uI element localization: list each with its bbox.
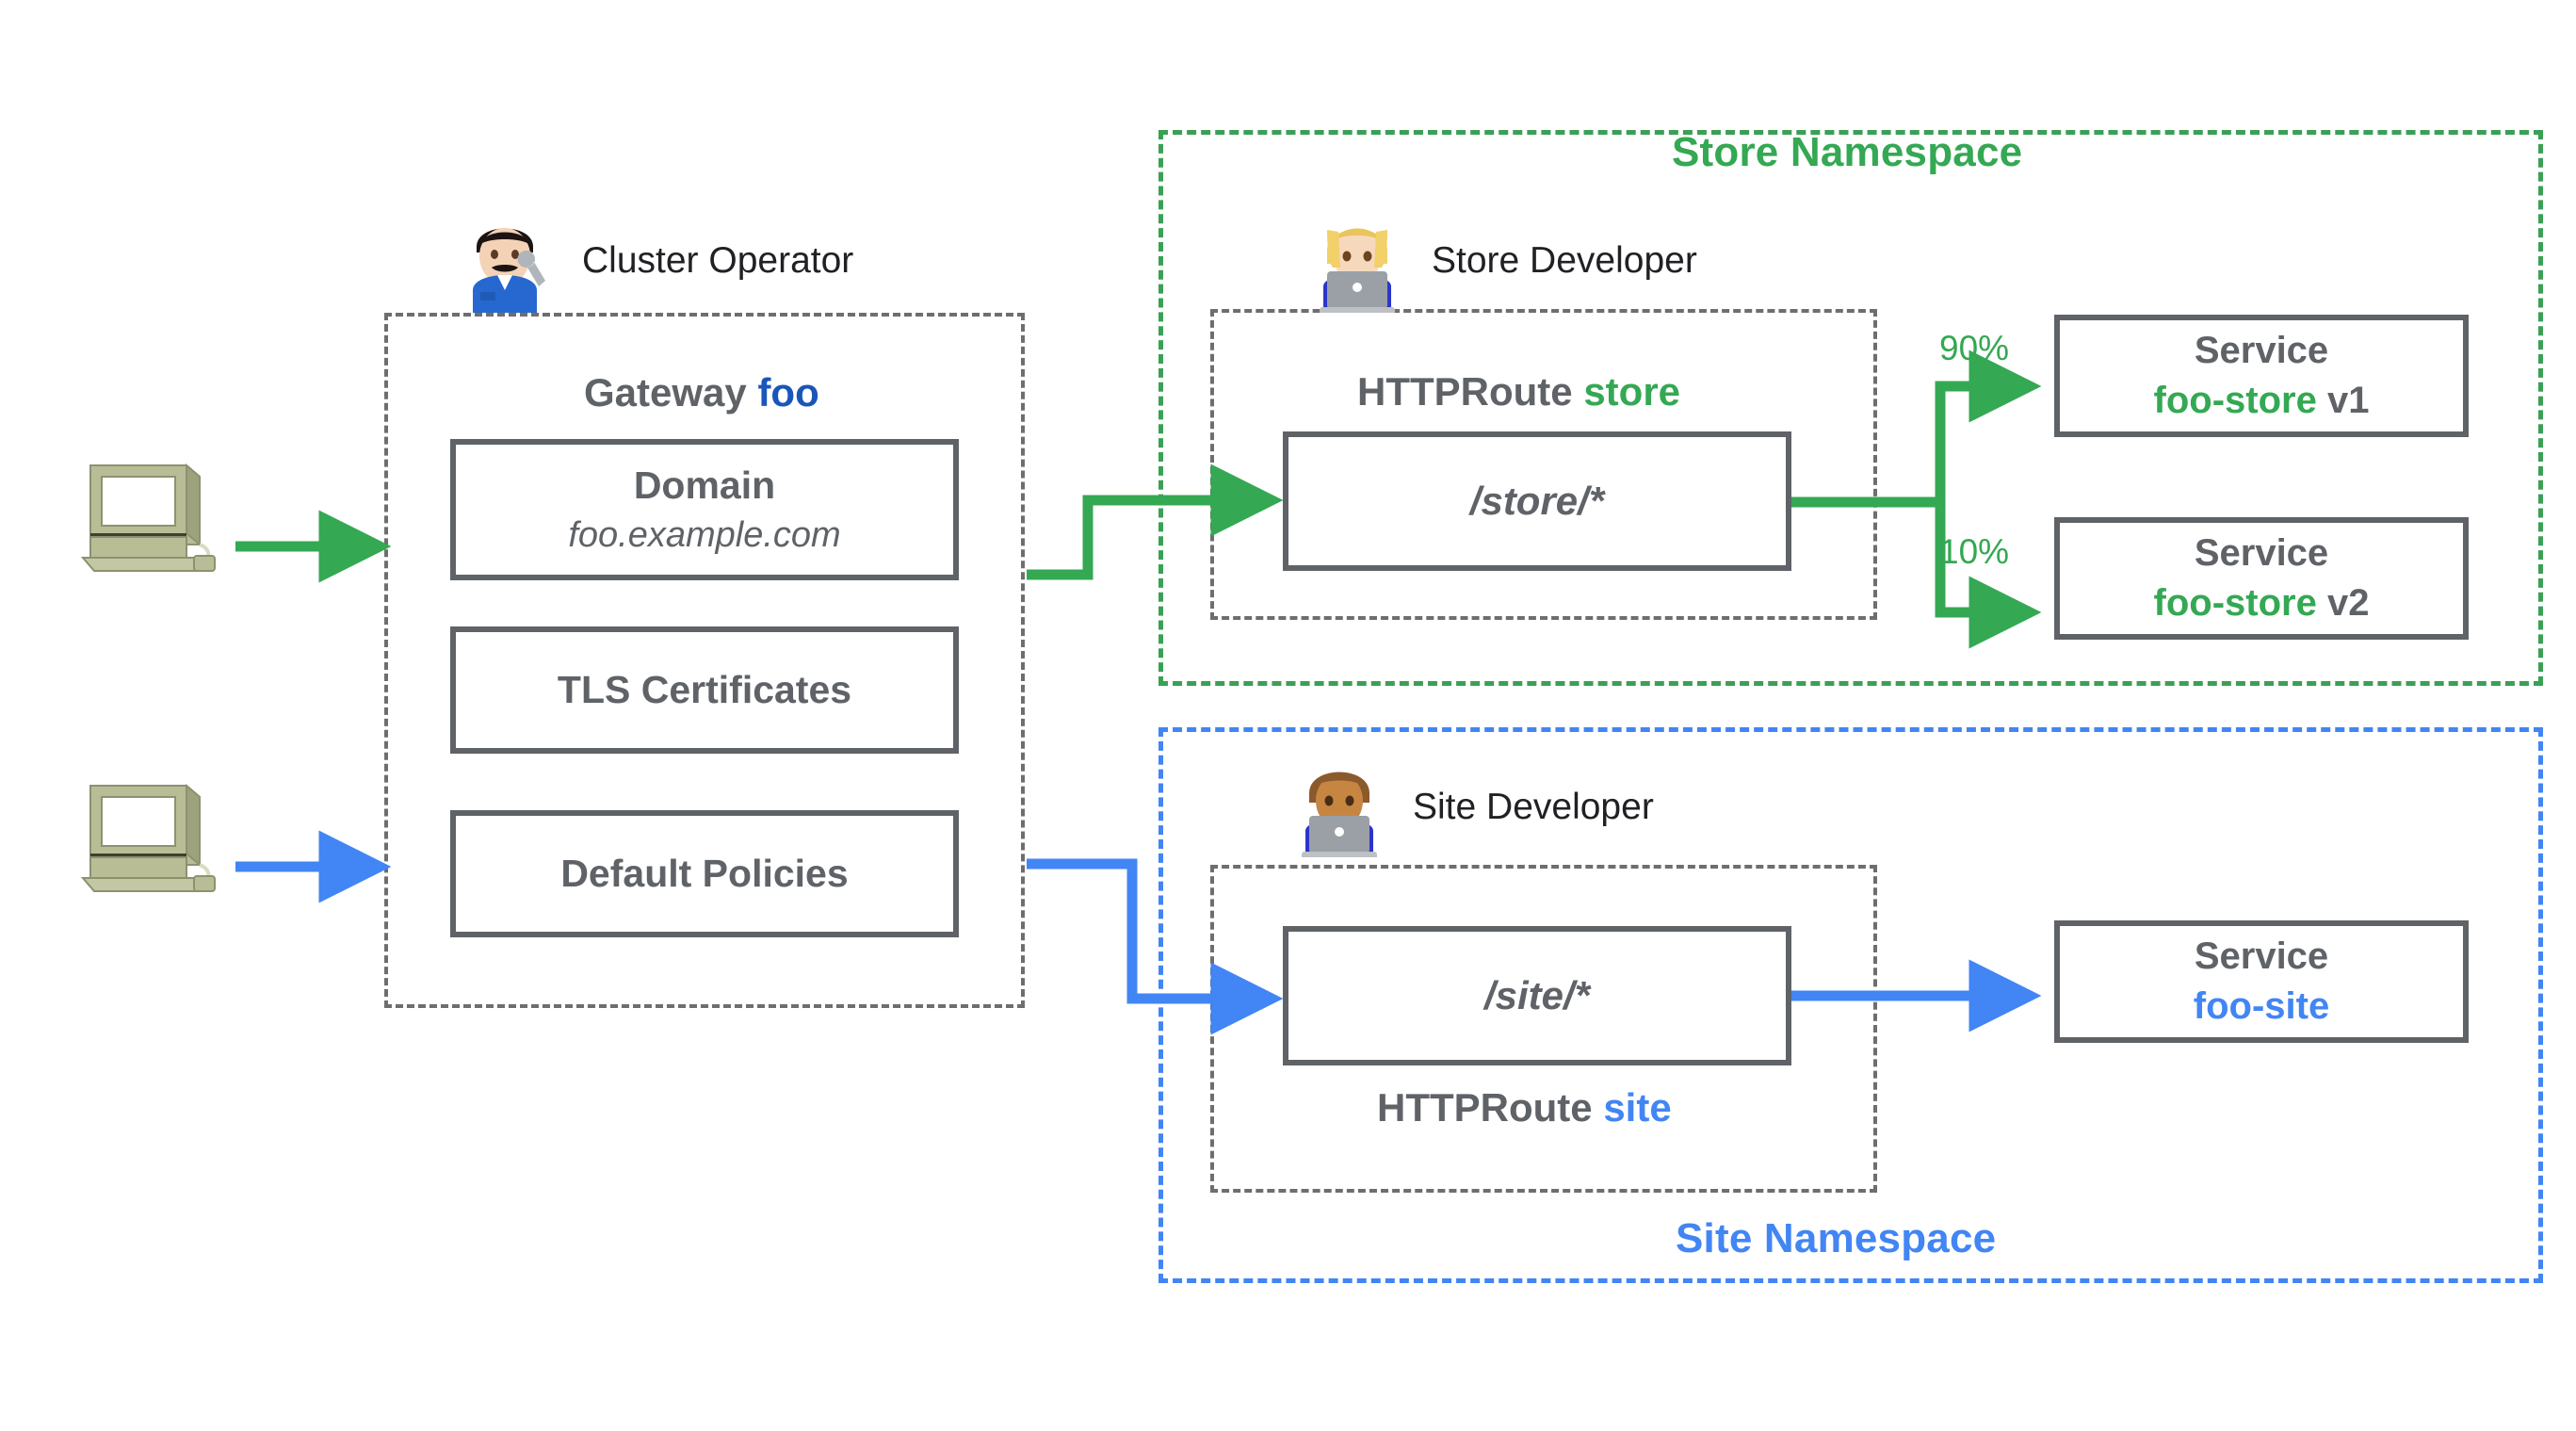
gateway-item-tls-certificates[interactable]: TLS Certificates <box>450 626 959 754</box>
gateway-tls-title: TLS Certificates <box>557 668 852 712</box>
store-route-match-box[interactable]: /store/* <box>1283 431 1791 571</box>
service-foo-store-v2[interactable]: Service foo-store v2 <box>2054 517 2469 640</box>
service-foo-store-v1[interactable]: Service foo-store v1 <box>2054 315 2469 437</box>
store-developer-avatar <box>1308 209 1406 328</box>
gateway-domain-title: Domain <box>633 463 776 508</box>
service-version: v2 <box>2326 582 2370 624</box>
site-developer-avatar <box>1290 754 1388 872</box>
cluster-operator-label: Cluster Operator <box>582 240 854 281</box>
gateway-item-default-policies[interactable]: Default Policies <box>450 810 959 937</box>
gateway-domain-value: foo.example.com <box>568 514 841 555</box>
store-route-header: HTTPRoute store <box>1357 369 1680 415</box>
gateway-container <box>384 313 1025 1008</box>
service-name: foo-site <box>2193 985 2330 1027</box>
site-developer-label: Site Developer <box>1413 787 1654 827</box>
site-route-header: HTTPRoute site <box>1377 1085 1672 1130</box>
gateway-header: Gateway foo <box>584 370 819 415</box>
computer-icon <box>73 458 224 599</box>
cluster-operator-avatar <box>456 209 554 328</box>
store-route-header-prefix: HTTPRoute <box>1357 369 1584 414</box>
service-kind-label: Service <box>2194 329 2329 371</box>
store-namespace-title: Store Namespace <box>1672 129 2023 175</box>
store-backend-weight-90: 90% <box>1939 329 2010 367</box>
service-name: foo-store <box>2153 380 2317 421</box>
store-backend-weight-10: 10% <box>1939 532 2010 571</box>
store-route-header-accent: store <box>1583 369 1681 414</box>
site-namespace-container <box>1158 727 2543 1283</box>
store-route-match-value: /store/* <box>1469 479 1605 524</box>
site-route-header-prefix: HTTPRoute <box>1377 1085 1604 1130</box>
service-name: foo-store <box>2153 582 2317 624</box>
service-foo-site[interactable]: Service foo-site <box>2054 920 2469 1043</box>
site-route-match-box[interactable]: /site/* <box>1283 926 1791 1065</box>
site-namespace-title: Site Namespace <box>1676 1215 1997 1261</box>
site-route-header-accent: site <box>1603 1085 1672 1130</box>
gateway-header-prefix: Gateway <box>584 370 758 415</box>
service-kind-label: Service <box>2194 935 2329 977</box>
computer-icon <box>73 778 224 919</box>
store-namespace-container <box>1158 130 2543 686</box>
store-developer-label: Store Developer <box>1432 240 1697 281</box>
service-kind-label: Service <box>2194 531 2329 574</box>
gateway-policies-title: Default Policies <box>560 852 849 896</box>
site-route-match-value: /site/* <box>1483 973 1591 1018</box>
gateway-item-domain[interactable]: Domain foo.example.com <box>450 439 959 580</box>
service-version: v1 <box>2326 380 2370 421</box>
gateway-header-accent: foo <box>757 370 819 415</box>
